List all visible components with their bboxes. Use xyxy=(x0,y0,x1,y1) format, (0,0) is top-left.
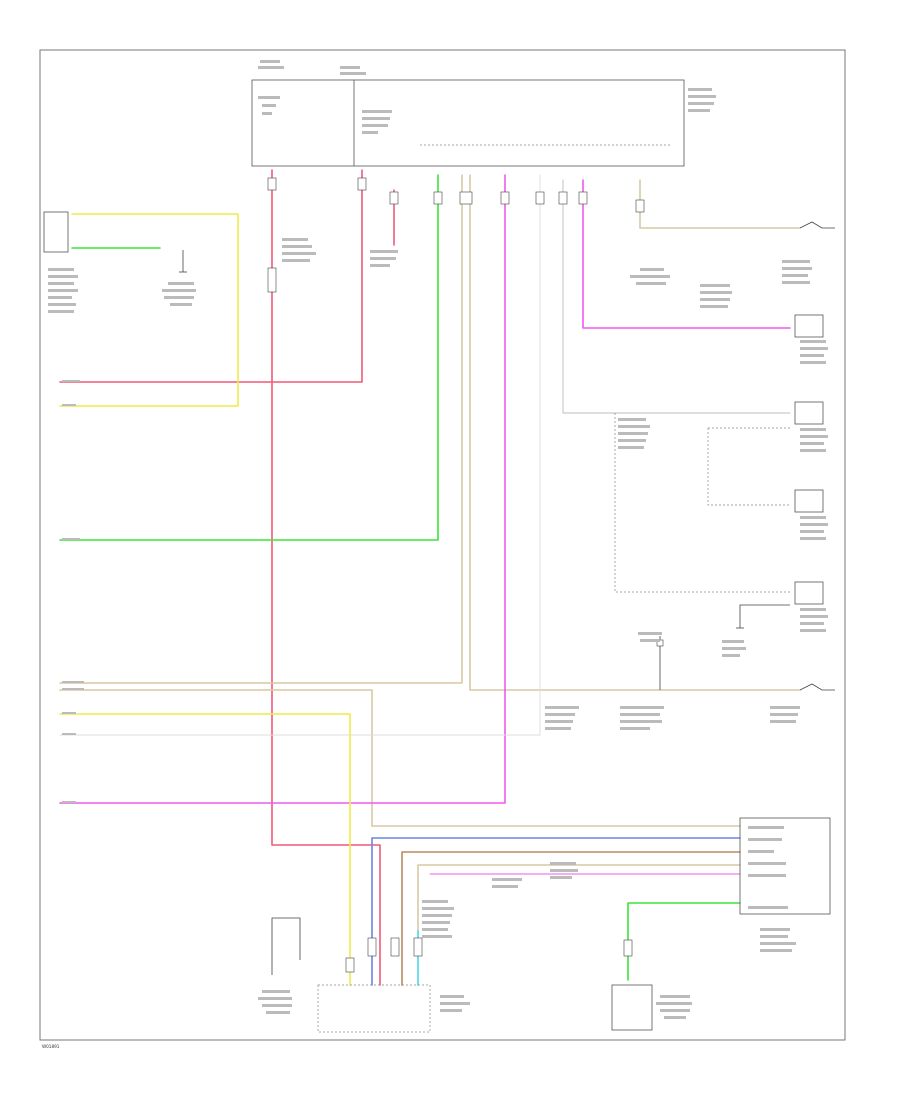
wire-red-ignition xyxy=(59,169,363,383)
ground-symbol-center xyxy=(656,636,664,690)
wire-tan-bottom xyxy=(417,864,741,931)
wire-yellow-top xyxy=(59,213,239,407)
bottom-left-sensor xyxy=(271,917,301,975)
oil-pressure-sensor-box xyxy=(611,984,653,1031)
connector-c8 xyxy=(558,191,568,205)
switch-right-front xyxy=(794,401,824,425)
wire-tan-b xyxy=(469,174,801,691)
connector-c5 xyxy=(459,191,473,205)
connector-lower-c xyxy=(390,937,400,957)
wire-tan-brake xyxy=(59,689,741,827)
diagram-frame xyxy=(39,49,846,1041)
connector-right-bottom xyxy=(623,939,633,957)
wire-green-bottom xyxy=(627,902,741,981)
connector-c3 xyxy=(389,191,399,205)
wire-tan-a xyxy=(59,174,463,684)
connector-c1 xyxy=(267,177,277,191)
illegible-label-marks xyxy=(48,60,828,1019)
connector-c4 xyxy=(433,191,443,205)
wire-tan-right xyxy=(639,179,801,229)
switch-left-rear xyxy=(794,314,824,338)
wire-blue-feed xyxy=(371,837,741,986)
door-ajar-dashed-branch xyxy=(707,428,790,506)
wire-brown-feed xyxy=(401,851,741,986)
connector-c2 xyxy=(357,177,367,191)
switch-top-right xyxy=(799,221,835,229)
connector-lower-e xyxy=(345,957,355,973)
wire-red-main xyxy=(271,169,381,986)
wire-pink-upper xyxy=(582,179,791,329)
left-sensor-box xyxy=(43,211,69,253)
switch-left-front xyxy=(794,581,824,605)
wire-gray-ajar xyxy=(562,179,791,414)
switch-right-rear xyxy=(794,489,824,513)
connector-lower-d xyxy=(413,937,423,957)
wire-yellow-lower xyxy=(59,713,351,986)
connector-lower-b xyxy=(367,937,377,957)
connector-c10 xyxy=(635,199,645,213)
module-connector-box xyxy=(739,817,831,915)
fuel-pump-module-box xyxy=(317,984,431,1033)
connector-lower-a xyxy=(267,267,277,293)
ground-symbol-right-rear xyxy=(736,604,790,629)
wire-pink-lower xyxy=(59,174,506,804)
wire-green-signal xyxy=(59,174,439,541)
connector-c9 xyxy=(578,191,588,205)
figure-code: W01891 xyxy=(42,1044,60,1049)
body-control-module-box xyxy=(251,79,685,167)
wire-white-ajar xyxy=(59,174,541,736)
connector-c6 xyxy=(500,191,510,205)
brake-switch xyxy=(799,683,835,691)
connector-c7 xyxy=(535,191,545,205)
ground-symbol-left xyxy=(179,250,187,273)
